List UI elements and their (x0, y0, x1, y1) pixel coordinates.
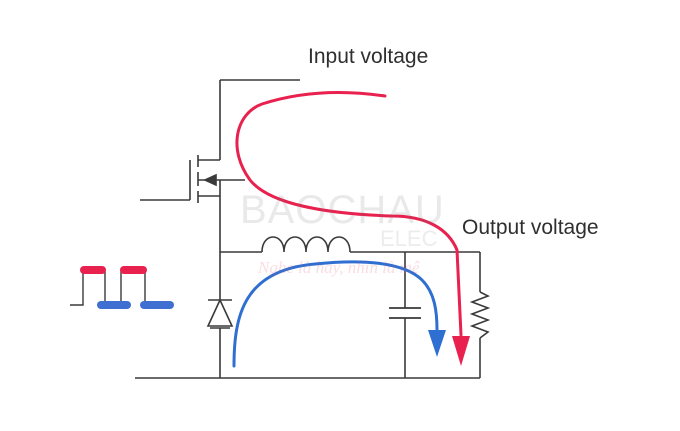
output-voltage-label: Output voltage (462, 216, 599, 239)
resistor-icon (469, 291, 491, 339)
pulse-wave-icon (70, 266, 174, 309)
mosfet-icon (189, 155, 245, 203)
input-voltage-label: Input voltage (308, 45, 429, 68)
diode-icon (206, 298, 234, 329)
input-current-path (235, 91, 463, 337)
input-current-arrowhead (452, 336, 470, 366)
freewheel-current-path (232, 260, 439, 368)
capacitor-icon (389, 307, 421, 319)
pulse-low-marker (140, 301, 174, 309)
pulse-low-marker (97, 301, 131, 309)
inductor-icon (261, 236, 351, 253)
pulse-high-marker (80, 266, 106, 274)
pulse-high-marker (120, 266, 147, 274)
circuit-wires (135, 79, 481, 379)
freewheel-current-arrowhead (428, 330, 446, 357)
